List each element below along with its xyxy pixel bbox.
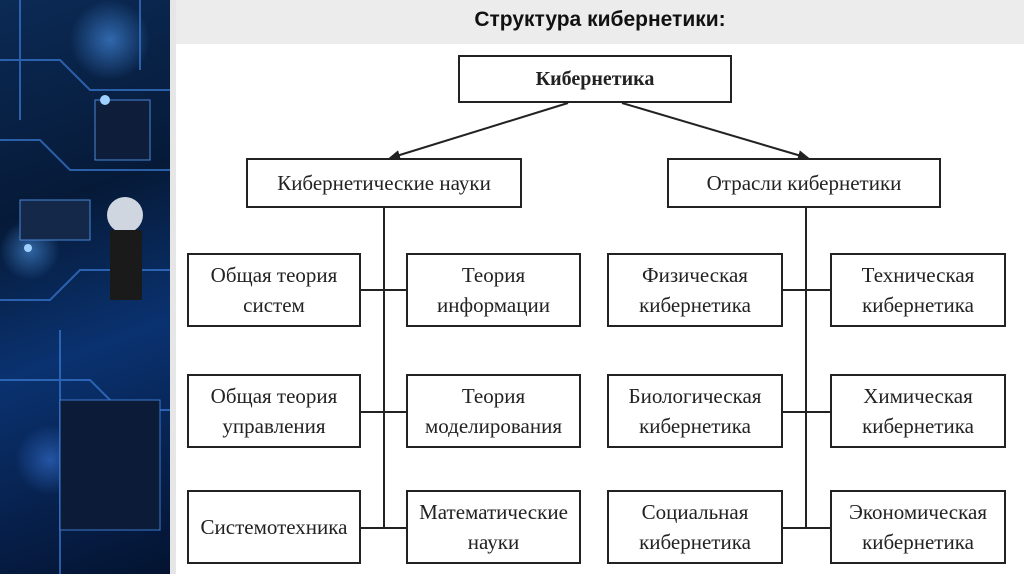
branch-1-left-item-3: Системотехника: [187, 490, 361, 564]
branch-1-right-item-1: Теория информации: [406, 253, 581, 327]
branch-1-left-item-2: Общая теория управления: [187, 374, 361, 448]
root-to-branch-2-arrow: [621, 102, 810, 160]
branch-1-left-item-1: Общая теория систем: [187, 253, 361, 327]
branch-2-left-item-3: Социальная кибернетика: [607, 490, 783, 564]
branch-2-right-item-2: Химическая кибернетика: [830, 374, 1006, 448]
branch-2-right-item-3: Экономическая кибернетика: [830, 490, 1006, 564]
circuit-traces-graphic: [0, 0, 170, 574]
title-band: [176, 0, 1024, 44]
panel-divider: [170, 0, 176, 574]
branch-2-left-item-2: Биологическая кибернетика: [607, 374, 783, 448]
circuit-board-image: [0, 0, 170, 574]
root-node: Кибернетика: [458, 55, 732, 103]
root-to-branch-1-arrow: [388, 102, 569, 160]
branch-2-node: Отрасли кибернетики: [667, 158, 941, 208]
slide-title: Структура кибернетики:: [474, 8, 726, 31]
branch-1-node: Кибернетические науки: [246, 158, 522, 208]
branch-2-right-item-1: Техническая кибернетика: [830, 253, 1006, 327]
branch-2-left-item-1: Физическая кибернетика: [607, 253, 783, 327]
branch-1-right-item-2: Теория моделирования: [406, 374, 581, 448]
branch-1-right-item-3: Математические науки: [406, 490, 581, 564]
